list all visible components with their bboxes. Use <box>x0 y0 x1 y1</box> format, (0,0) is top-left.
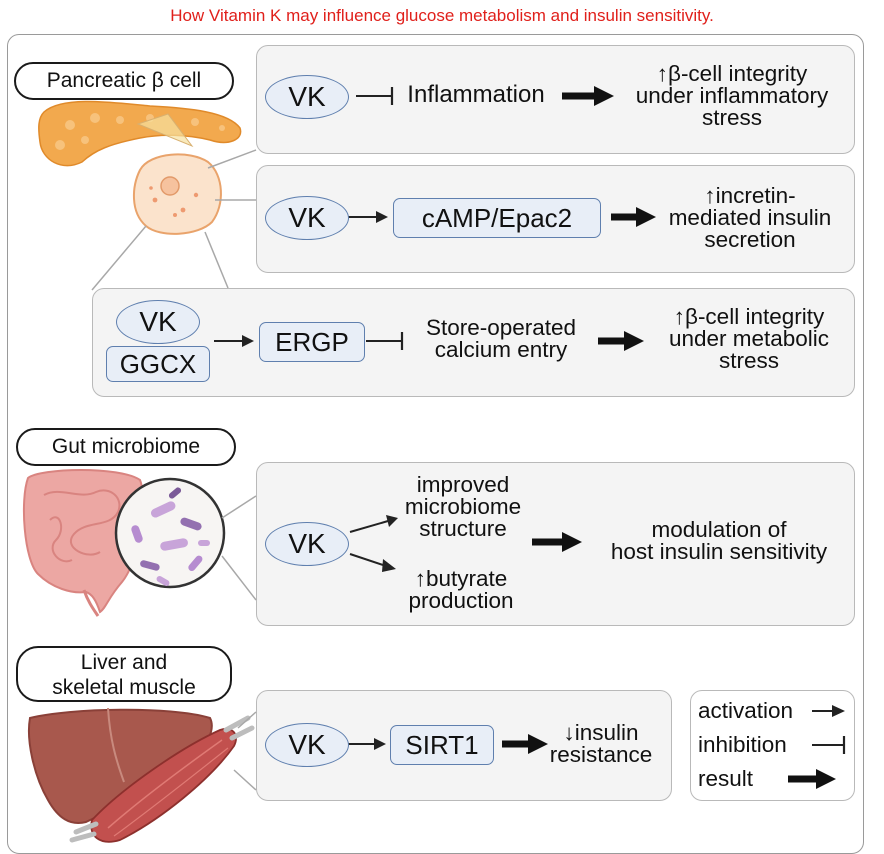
legend-activation-label: activation <box>698 698 794 723</box>
legend-inhibition-label: inhibition <box>698 732 787 757</box>
legend-result-arrow <box>788 769 836 789</box>
result-beta-cell-integrity-inflammatory: ↑β-cell integrity under inflammatory str… <box>635 61 829 130</box>
store-operated-calcium-entry-label: Store-operated calcium entry <box>425 315 577 362</box>
panel-ergp <box>92 288 855 397</box>
activation-arrow <box>346 738 386 750</box>
beta-cell-icon <box>132 153 222 235</box>
vk-node: VK <box>116 300 200 344</box>
result-arrow <box>502 734 548 754</box>
activation-arrow <box>214 335 254 347</box>
vk-node: VK <box>265 196 349 240</box>
panel-inflammation <box>256 45 855 154</box>
vk-node: VK <box>265 723 349 767</box>
result-arrow <box>598 331 644 351</box>
label-liver-muscle: Liver and skeletal muscle <box>16 646 232 702</box>
figure-caption: How Vitamin K may influence glucose meta… <box>170 6 714 25</box>
vk-node: VK <box>265 522 349 566</box>
result-arrow <box>611 207 656 227</box>
vk-node: VK <box>265 75 349 119</box>
sirt1-node: SIRT1 <box>390 725 494 765</box>
legend-result-label: result <box>698 766 754 791</box>
camp-epac2-node: cAMP/Epac2 <box>393 198 601 238</box>
result-insulin-resistance: ↓insulin resistance <box>549 720 653 767</box>
inhibition-arrow <box>356 87 394 105</box>
legend-activation-arrow <box>812 705 845 717</box>
inflammation-label: Inflammation <box>407 81 545 108</box>
microbiome-icon <box>114 477 226 589</box>
label-gut-microbiome: Gut microbiome <box>16 428 236 466</box>
result-host-insulin-sensitivity: modulation of host insulin sensitivity <box>610 517 828 564</box>
muscle-icon <box>69 715 255 843</box>
legend-inhibition-arrow <box>812 736 846 754</box>
ergp-node: ERGP <box>259 322 365 362</box>
result-arrow <box>562 86 614 106</box>
activation-arrow <box>349 553 396 572</box>
pancreas-icon <box>38 100 242 167</box>
intestine-icon <box>22 469 145 617</box>
activation-arrow <box>349 515 398 533</box>
ggcx-node: GGCX <box>106 346 210 382</box>
result-beta-cell-integrity-metabolic: ↑β-cell integrity under metabolic stress <box>668 304 830 373</box>
butyrate-production-label: ↑butyrate production <box>408 566 514 613</box>
activation-arrow <box>347 211 388 223</box>
result-arrow <box>532 532 582 552</box>
label-pancreatic-beta-cell: Pancreatic β cell <box>14 62 234 100</box>
inhibition-arrow <box>366 332 404 350</box>
result-incretin-insulin-secretion: ↑incretin- mediated insulin secretion <box>668 183 832 252</box>
improved-microbiome-structure-label: improved microbiome structure <box>404 472 522 541</box>
